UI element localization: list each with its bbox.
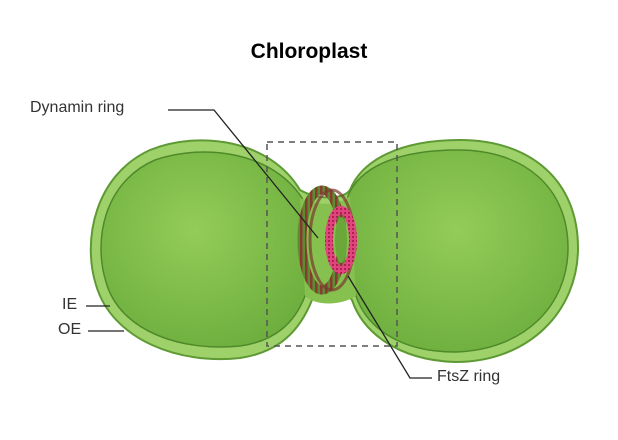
dynamin-leader-line	[168, 109, 319, 239]
ftsz-leader-line	[347, 275, 432, 379]
ftsz-ring-label: FtsZ ring	[437, 368, 501, 385]
dynamin-ring-label: Dynamin ring	[30, 99, 125, 116]
division-site-box	[266, 141, 398, 347]
inner-envelope-left	[100, 151, 311, 348]
diagram-title: Chloroplast	[250, 40, 368, 63]
ftsz-ring-inner-hole	[335, 217, 347, 263]
ie-label: IE	[62, 296, 78, 313]
ftsz-ring	[325, 206, 357, 274]
inner-envelope-right	[345, 149, 569, 353]
oe-label: OE	[58, 321, 82, 338]
